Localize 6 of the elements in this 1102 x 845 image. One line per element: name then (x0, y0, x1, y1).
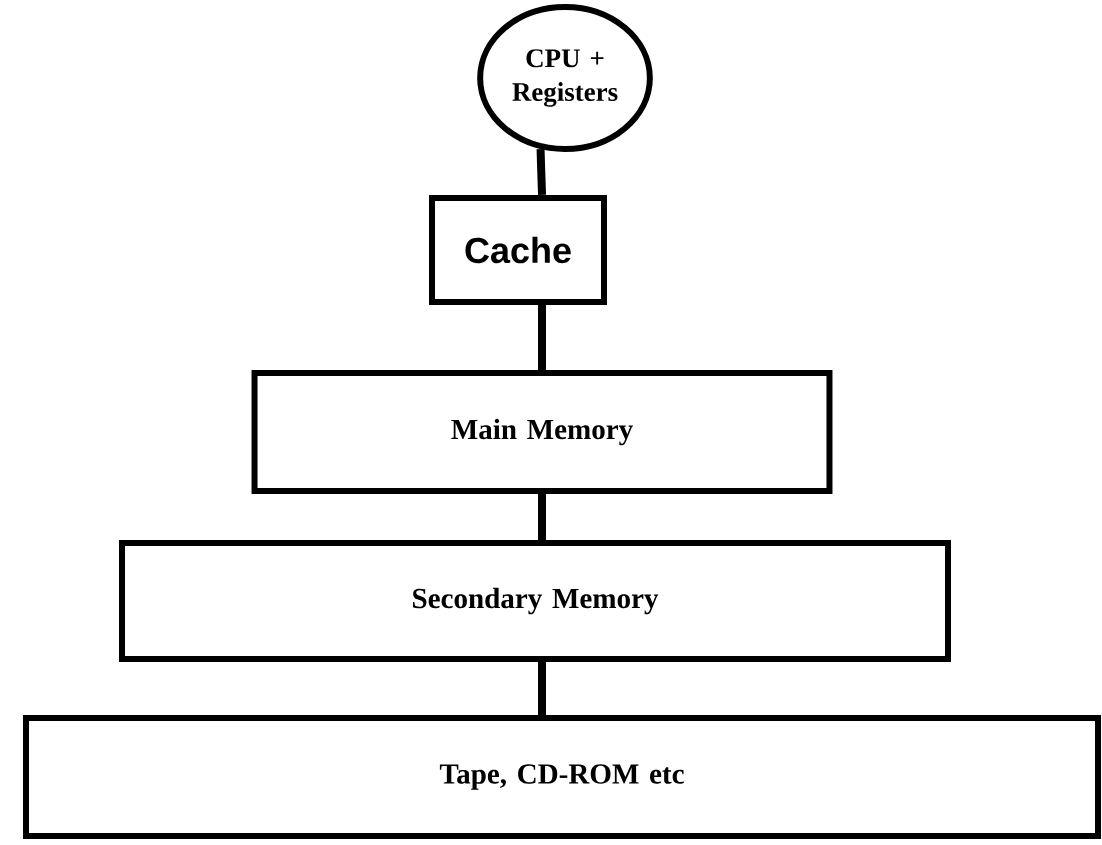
connector-line (536, 148, 546, 196)
connector-line (538, 305, 546, 370)
memory-box: Main Memory (251, 370, 833, 494)
cache-box: Cache (429, 195, 607, 305)
memory-box: Secondary Memory (119, 540, 951, 662)
storage-box: Tape, CD-ROM etc (23, 715, 1101, 839)
